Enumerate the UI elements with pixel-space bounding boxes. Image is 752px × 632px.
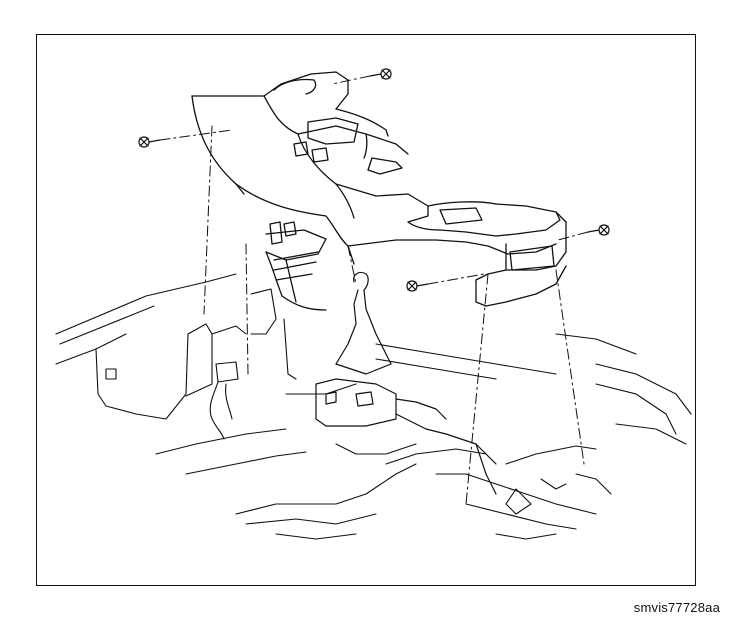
screw-fasteners (138, 68, 610, 292)
alignment-lines (159, 75, 589, 505)
figure-caption: smvis77728aa (633, 600, 720, 615)
wiring-harness (209, 361, 239, 440)
shifter-assembly (315, 271, 497, 495)
console-exploded-view (55, 68, 692, 540)
floor-pan (55, 273, 692, 540)
center-console (191, 71, 567, 311)
screw-fastener (587, 224, 610, 236)
screw-fastener (369, 68, 392, 80)
screw-fastener (138, 136, 161, 148)
screw-fastener (406, 280, 429, 292)
